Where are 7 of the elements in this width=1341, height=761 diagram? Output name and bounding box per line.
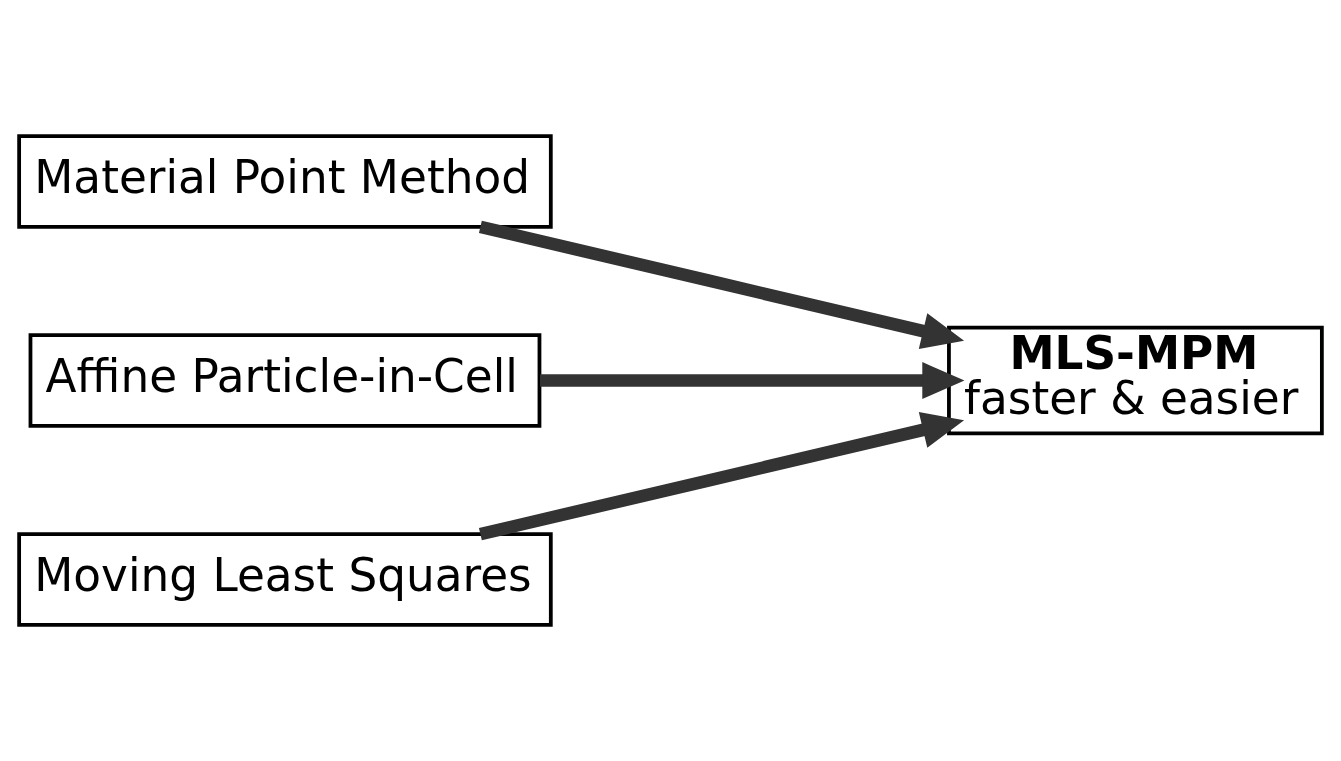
arrow bbox=[478, 220, 965, 350]
node-box: Material Point Method bbox=[17, 134, 553, 229]
arrow bbox=[540, 362, 965, 399]
node-box: Affine Particle-in-Cell bbox=[28, 333, 542, 428]
node-box: Moving Least Squares bbox=[17, 532, 553, 627]
arrow bbox=[478, 411, 965, 541]
node-box: MLS-MPM faster & easier bbox=[947, 325, 1324, 436]
